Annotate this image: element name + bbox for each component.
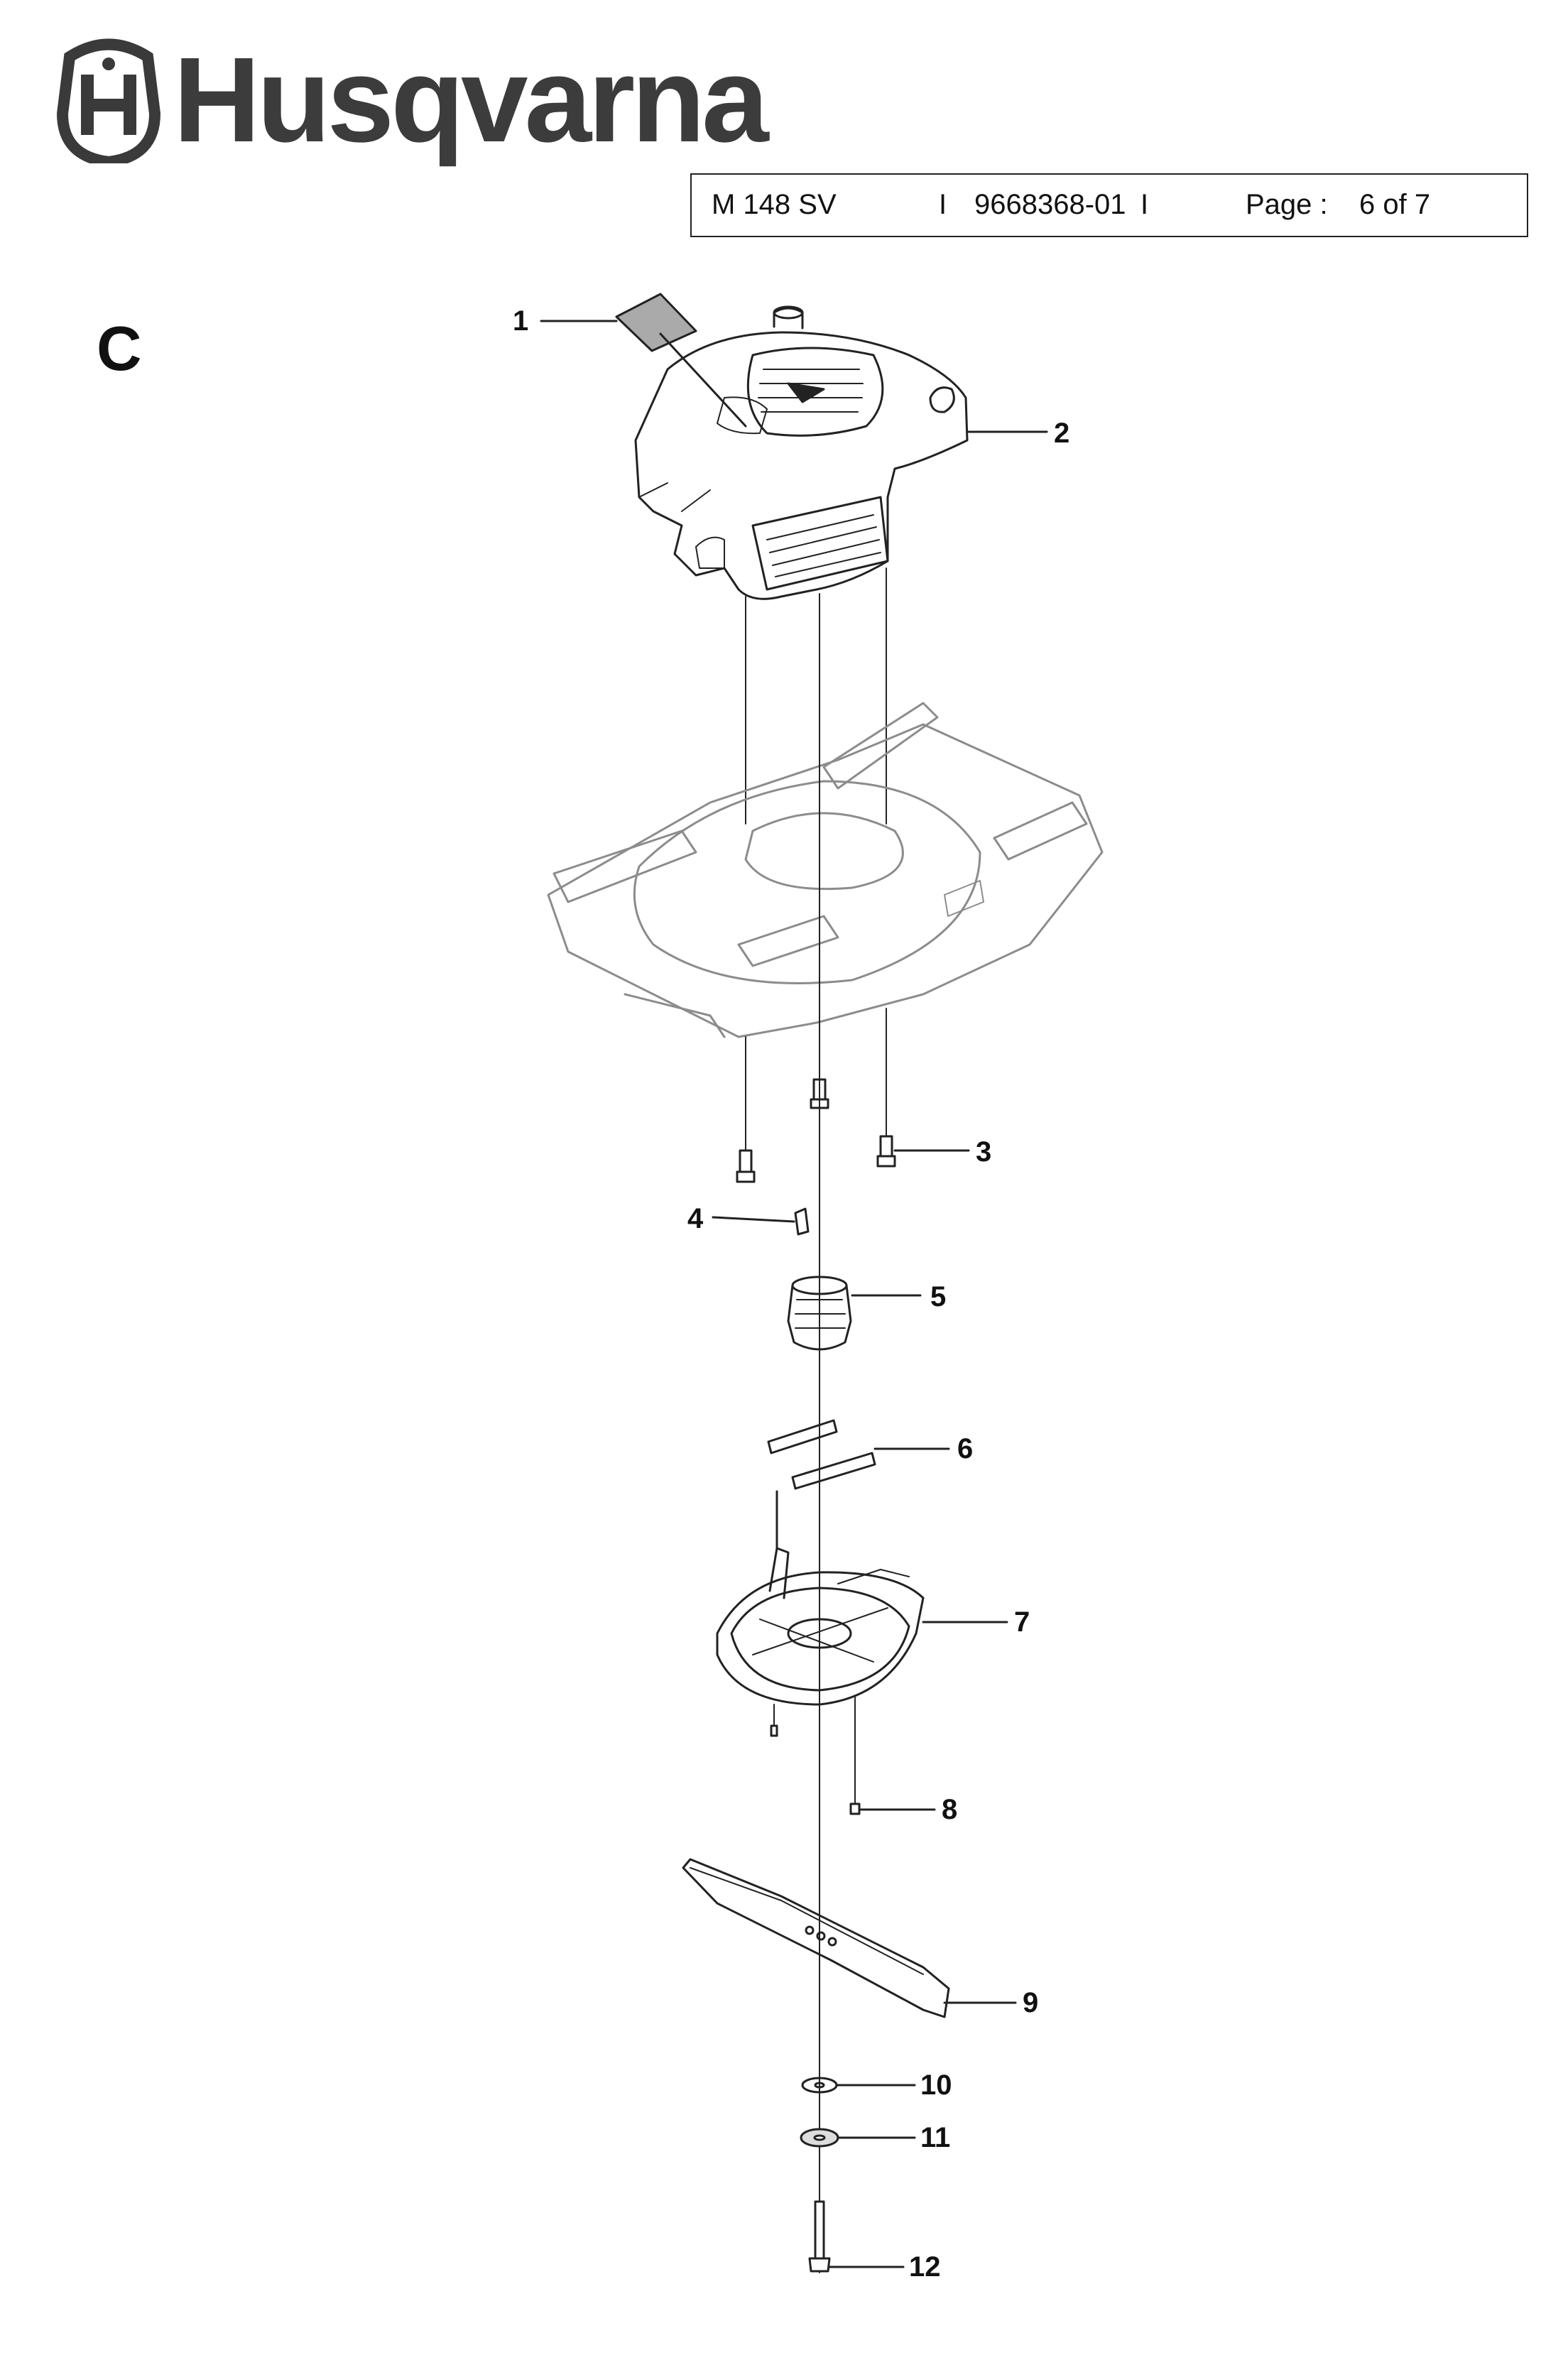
callout-5: 5 [930, 1281, 947, 1312]
brand-logo: Husqvarna [55, 33, 769, 170]
key-part [712, 1207, 810, 1236]
decal-part [615, 293, 747, 428]
section-letter: C [97, 313, 142, 384]
blade-holder-part [716, 1490, 1008, 1805]
washer-part [801, 2077, 916, 2094]
engine-part [634, 305, 969, 600]
callout-3: 3 [976, 1136, 992, 1168]
spring-washer-part [800, 2128, 916, 2148]
shim-part [767, 1419, 950, 1490]
callout-7: 7 [1014, 1606, 1030, 1638]
callout-4: 4 [687, 1203, 704, 1234]
callout-12: 12 [909, 2251, 941, 2283]
callout-1: 1 [513, 305, 529, 337]
separator-2: I [1140, 189, 1149, 220]
blade-bolt-part [808, 2200, 905, 2273]
callout-9: 9 [1023, 1987, 1039, 2018]
blade-adapter-part [787, 1276, 922, 1351]
callout-10: 10 [920, 2070, 952, 2101]
deck-bolts-part [736, 1008, 970, 1183]
brand-wordmark: Husqvarna [173, 33, 769, 168]
page-value: 6 of 7 [1359, 189, 1431, 220]
screw-part [849, 1802, 936, 1815]
callout-8: 8 [942, 1794, 958, 1825]
callout-11: 11 [920, 2122, 951, 2153]
callout-6: 6 [957, 1433, 974, 1464]
document-info-box: M 148 SV I 9668368-01 I Page : 6 of 7 [690, 173, 1528, 237]
model-name: M 148 SV [712, 189, 837, 220]
separator-1: I [939, 189, 947, 220]
blade-part [682, 1858, 1017, 2018]
part-number: 9668368-01 [974, 189, 1126, 220]
mower-deck-part [547, 702, 1104, 1038]
husqvarna-crown-icon [56, 38, 161, 163]
callout-2: 2 [1054, 418, 1070, 449]
page-label: Page : [1246, 189, 1328, 220]
